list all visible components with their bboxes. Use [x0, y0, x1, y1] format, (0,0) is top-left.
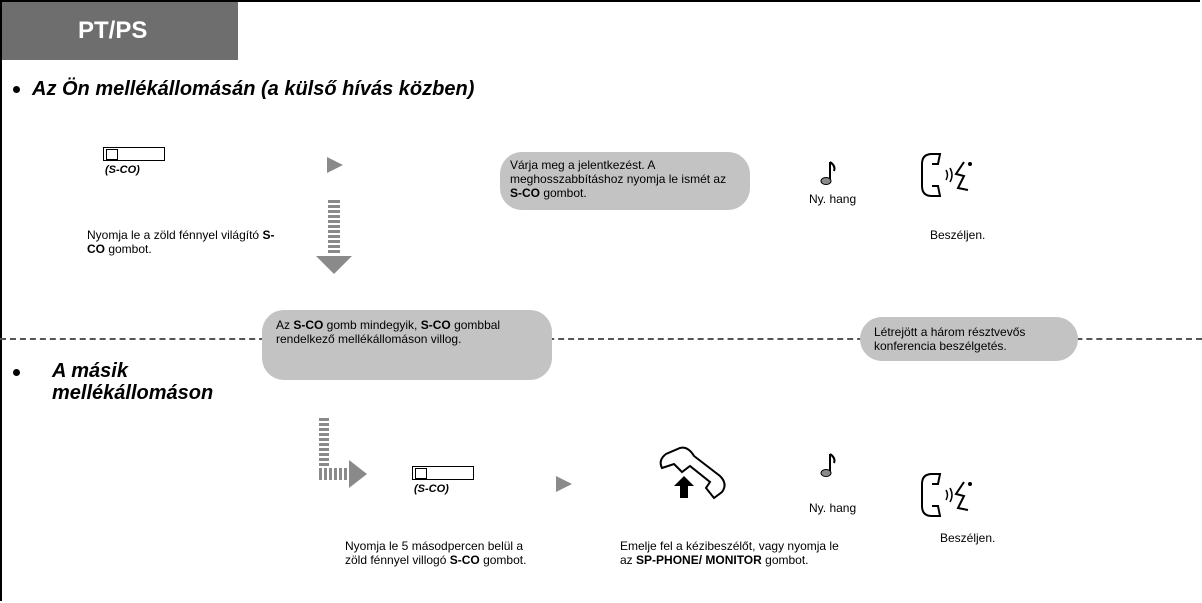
wait-answer-bubble: Várja meg a jelentkezést. A meghosszabbí…	[500, 152, 750, 210]
s-co-flashing-bubble: Az S-CO gomb mindegyik, S-CO gombbal ren…	[262, 310, 552, 380]
tone-label: Ny. hang	[809, 501, 857, 515]
talk-handset-icon	[921, 473, 972, 517]
tone-label: Ny. hang	[809, 192, 857, 206]
bullet-icon	[13, 369, 20, 376]
tone-note-icon	[820, 453, 836, 477]
next-arrow-icon	[556, 476, 572, 492]
talk-label-top: Beszéljen.	[930, 228, 986, 242]
down-arrow-icon	[316, 200, 352, 274]
step-lift-handset-text: Emelje fel a kézibeszélőt, vagy nyomja l…	[620, 539, 839, 567]
tab-label: PT/PS	[78, 17, 148, 44]
s-co-button-icon	[412, 466, 474, 480]
step-press-within-5s-text: Nyomja le 5 másodpercen belül a zöld fén…	[345, 539, 527, 567]
lift-handset-icon	[659, 446, 726, 500]
section-divider	[0, 338, 1202, 340]
section-heading-own-extension: Az Ön mellékállomásán (a külső hívás köz…	[32, 78, 475, 100]
pt-ps-tab: PT/PS	[2, 2, 238, 60]
tone-note-icon	[820, 161, 836, 185]
next-arrow-icon	[327, 157, 343, 173]
s-co-key-bottom: (S-CO)	[412, 466, 474, 495]
s-co-button-icon	[103, 147, 165, 161]
step-press-s-co-text: Nyomja le a zöld fénnyel világító S-CO g…	[87, 228, 275, 256]
conference-established-bubble: Létrejött a három résztvevős konferencia…	[860, 317, 1078, 361]
s-co-key-label: (S-CO)	[414, 483, 449, 495]
s-co-key-label: (S-CO)	[105, 164, 140, 176]
talk-handset-icon	[921, 153, 972, 197]
bullet-icon	[13, 86, 20, 93]
bent-arrow-icon	[319, 418, 367, 488]
s-co-key-top: (S-CO)	[103, 147, 165, 176]
talk-label-bottom: Beszéljen.	[940, 531, 996, 545]
